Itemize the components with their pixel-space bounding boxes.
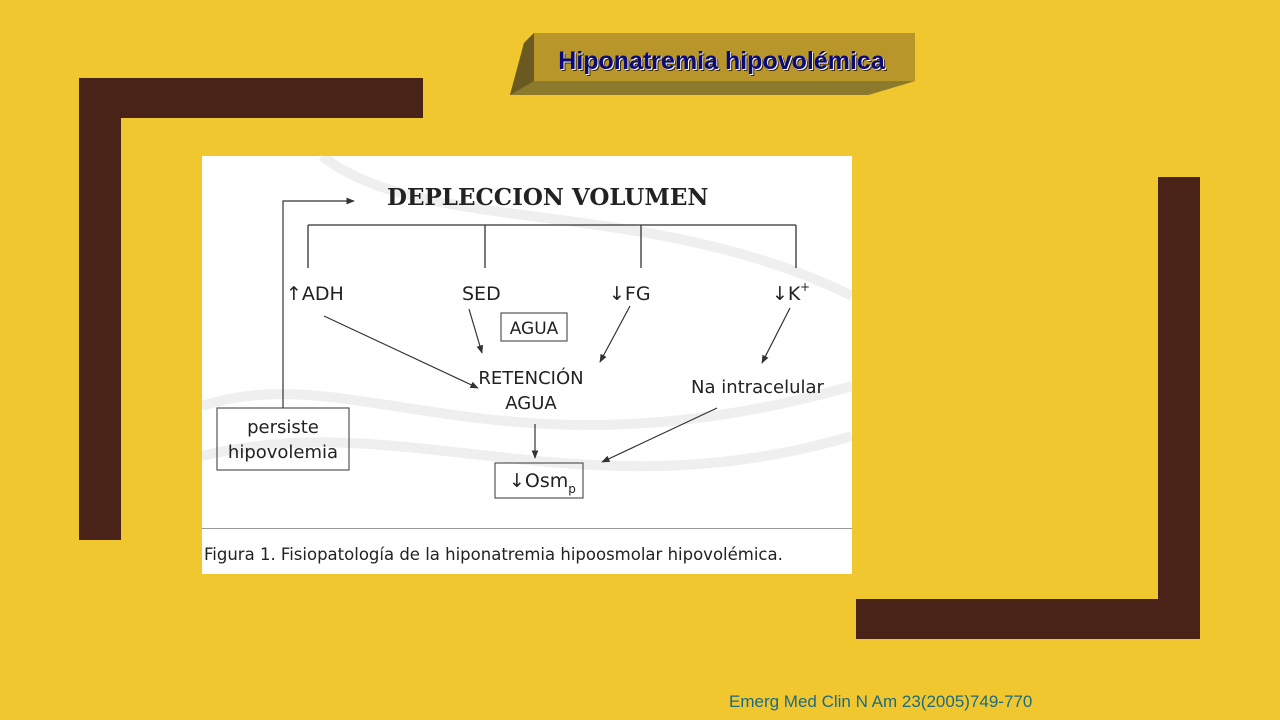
arrow-fg-to-retencion <box>599 305 631 363</box>
persiste-line2: hipovolemia <box>228 442 338 463</box>
factor-sed: SED <box>462 283 501 305</box>
agua-label: AGUA <box>510 319 559 339</box>
factor-fg: ↓FG <box>609 283 651 305</box>
na-intracelular-label: Na intracelular <box>691 377 825 398</box>
corner-bracket-top-left-vertical <box>79 78 121 540</box>
background-waves <box>202 156 852 472</box>
title-banner-shape <box>510 33 915 95</box>
corner-bracket-top-left-horizontal <box>79 78 423 118</box>
citation-reference: Emerg Med Clin N Am 23(2005)749-770 <box>729 692 1033 711</box>
retencion-agua-line2: AGUA <box>505 393 557 414</box>
osm-subscript: p <box>568 482 576 496</box>
factor-k: ↓K <box>772 283 801 305</box>
arrow-na-to-osm <box>601 407 718 463</box>
flow-diagram: DEPLECCION VOLUMEN ↑ADH SED ↓FG ↓K + AGU… <box>202 156 852 499</box>
arrow-k-to-na <box>761 307 791 364</box>
factor-adh: ↑ADH <box>286 283 344 305</box>
pathophysiology-figure: DEPLECCION VOLUMEN ↑ADH SED ↓FG ↓K + AGU… <box>202 156 852 574</box>
corner-bracket-bottom-right-horizontal <box>856 599 1200 639</box>
arrow-feedback-loop <box>282 197 355 408</box>
retencion-agua-line1: RETENCIÓN <box>478 367 583 389</box>
title-banner: Hiponatremia hipovolémica <box>510 33 915 95</box>
figure-caption: Figura 1. Fisiopatología de la hiponatre… <box>202 528 852 574</box>
header-depleccion-volumen: DEPLECCION VOLUMEN <box>387 184 708 211</box>
corner-bracket-bottom-right-vertical <box>1158 177 1200 639</box>
persiste-line1: persiste <box>247 417 319 438</box>
osm-main: ↓Osm <box>509 470 568 492</box>
page-title: Hiponatremia hipovolémica <box>558 46 885 75</box>
factor-k-superscript: + <box>800 280 810 294</box>
osm-box <box>494 462 584 499</box>
agua-box <box>500 312 568 342</box>
arrow-sed-to-retencion <box>468 308 484 354</box>
arrow-adh-to-retencion <box>323 315 479 389</box>
distribution-bracket <box>307 224 797 268</box>
osm-label: ↓Osmp <box>509 470 576 496</box>
